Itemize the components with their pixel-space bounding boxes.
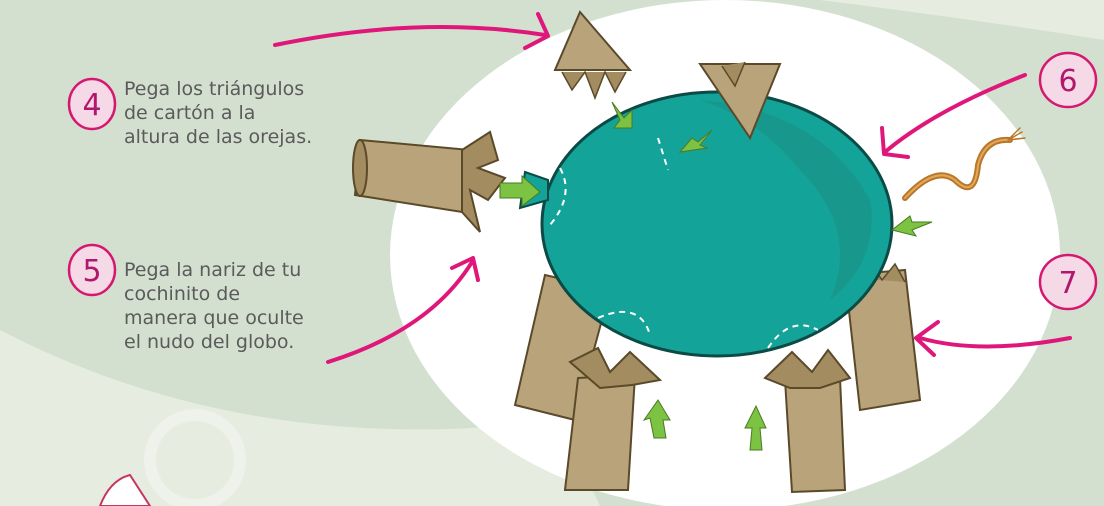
- string-tail-icon: [902, 127, 1026, 201]
- step-7-badge: 7: [1038, 253, 1098, 311]
- step-5-line: Pega la nariz de tu: [124, 259, 302, 281]
- cardboard-triangle-icon: [553, 10, 633, 101]
- decorative-circle: [144, 409, 246, 506]
- step-6-number: 6: [1058, 64, 1077, 99]
- pointer-arrow-icon: [880, 73, 1027, 159]
- step-4-line: Pega los triángulos: [124, 78, 305, 100]
- step-4-badge: 4: [67, 77, 117, 131]
- step-5-number: 5: [82, 254, 101, 289]
- cardboard-tube-icon: [352, 130, 507, 233]
- step-5-instruction: Pega la nariz de tu cochinito de manera …: [124, 258, 304, 354]
- step-5-line: manera que oculte: [124, 307, 304, 329]
- guide-arrow-icon: [678, 129, 713, 153]
- step-4-line: altura de las orejas.: [124, 126, 313, 148]
- step-7-number: 7: [1058, 266, 1077, 301]
- dashed-guide: [549, 137, 819, 349]
- step-4-line: de cartón a la: [124, 102, 256, 124]
- guide-arrow-icon: [744, 404, 767, 451]
- pointer-arrow-icon: [326, 256, 480, 364]
- step-4-number: 4: [82, 88, 101, 123]
- step-5-line: cochinito de: [124, 283, 241, 305]
- guide-arrow-icon: [642, 399, 671, 439]
- step-6-badge: 6: [1038, 51, 1098, 109]
- pointer-arrow-icon: [273, 12, 550, 50]
- guide-arrow-icon: [890, 215, 933, 237]
- cardboard-tube-icon: [763, 348, 852, 494]
- background-swirl: [820, 0, 1104, 40]
- step-4-instruction: Pega los triángulos de cartón a la altur…: [124, 77, 312, 149]
- decorative-corner-icon: [98, 473, 152, 506]
- pointer-arrow-icon: [914, 320, 1072, 357]
- cardboard-tube-icon: [563, 346, 663, 491]
- guide-arrow-icon: [499, 174, 541, 208]
- step-5-line: el nudo del globo.: [124, 331, 295, 353]
- guide-arrow-icon: [611, 101, 633, 129]
- balloon-icon: [518, 90, 894, 358]
- step-5-badge: 5: [67, 243, 117, 297]
- cardboard-triangle-icon: [698, 61, 782, 141]
